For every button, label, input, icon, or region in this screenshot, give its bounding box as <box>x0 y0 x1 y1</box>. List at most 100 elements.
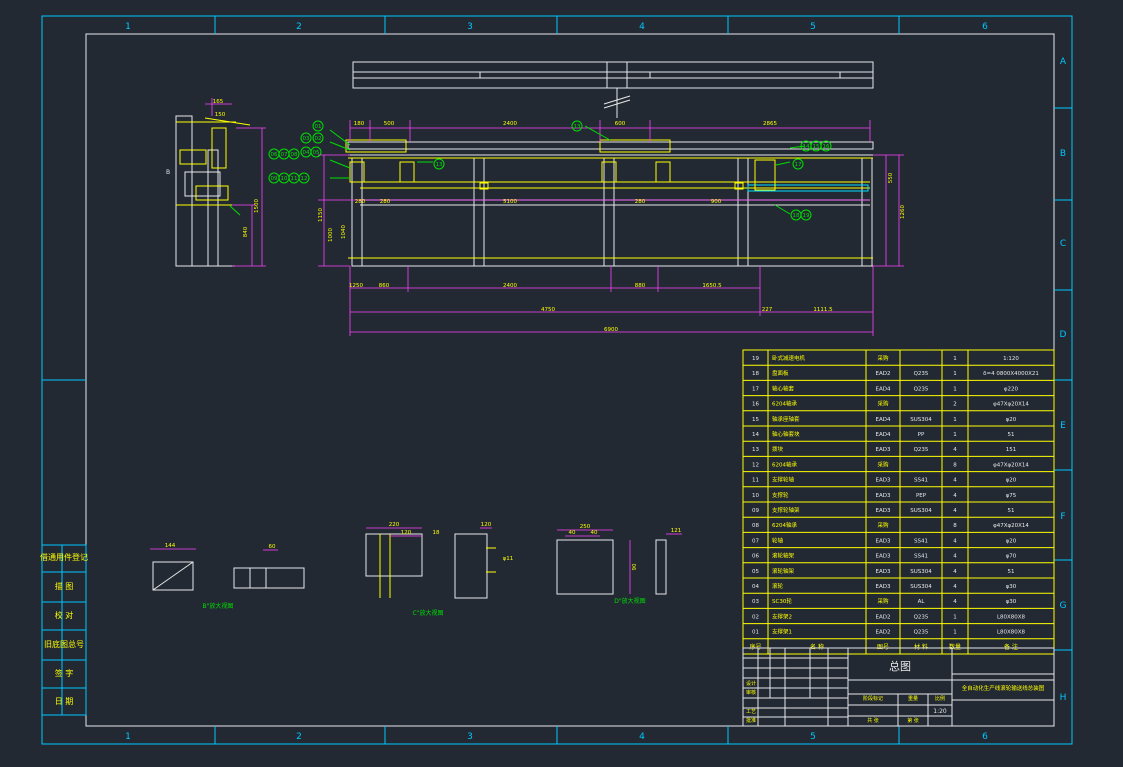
bom-cell: φ30 <box>1006 584 1017 590</box>
dimension-label: 2865 <box>763 121 777 127</box>
left-strip-label: 旧底图总号 <box>44 639 84 649</box>
frame-col-label: 6 <box>982 22 988 32</box>
left-signature-strip <box>41 544 87 716</box>
dimension-label: 600 <box>615 121 626 127</box>
part-callout-number: 12 <box>301 176 308 182</box>
part-callout-number: 03 <box>303 136 310 142</box>
part-callout-number: 18 <box>793 213 800 219</box>
dimension-label: 280 <box>380 199 391 205</box>
bom-cell: 08 <box>752 523 759 529</box>
part-callout-circle <box>312 120 324 132</box>
part-callout-number: 04 <box>303 150 310 156</box>
frame-row-label: A <box>1060 57 1067 67</box>
frame-col-label: 5 <box>810 732 816 742</box>
part-callout-number: 01 <box>315 124 322 130</box>
bom-cell: 采购 <box>877 521 889 529</box>
bom-cell: SC30轮 <box>772 597 792 605</box>
bom-cell: 6204轴承 <box>772 521 797 529</box>
left-strip-label: 签 字 <box>55 668 74 678</box>
bom-cell: L80X80X8 <box>997 630 1026 636</box>
part-callout-number: 17 <box>795 162 802 168</box>
bom-cell: 4 <box>953 538 957 544</box>
bom-cell: EAD3 <box>876 554 891 560</box>
bom-cell: 19 <box>752 356 759 362</box>
bom-cell: 4 <box>953 569 957 575</box>
bom-cell: Q235 <box>914 614 929 620</box>
part-callout-number: 08 <box>291 152 298 158</box>
dimension-label: 500 <box>384 121 395 127</box>
bom-cell: 04 <box>752 584 759 590</box>
bom-cell: 4 <box>953 493 957 499</box>
dimension-label: 60 <box>269 544 276 550</box>
bom-cell: 卧式减速电机 <box>772 354 806 362</box>
view-title: C"放大视图 <box>413 609 444 617</box>
bom-cell: 151 <box>1006 447 1017 453</box>
bom-cell: 1 <box>953 386 957 392</box>
title-block-label: 批准 <box>746 717 756 724</box>
bom-cell: EAD2 <box>876 371 891 377</box>
bom-cell: EAD3 <box>876 508 891 514</box>
dimension-label: 250 <box>580 524 591 530</box>
frame-row-label: D <box>1060 330 1067 340</box>
dimension-label: 280 <box>355 199 366 205</box>
bom-cell: EAD3 <box>876 584 891 590</box>
dimension-label: 227 <box>762 307 773 313</box>
part-callout-circle <box>820 140 832 152</box>
bom-cell: 05 <box>752 569 759 575</box>
bom-cell: Q235 <box>914 386 929 392</box>
side-view <box>175 98 266 267</box>
part-callout-number: 19 <box>803 213 810 219</box>
frame-row-label: E <box>1060 421 1066 431</box>
frame-row-label: C <box>1060 239 1066 249</box>
part-callout-circle <box>310 146 322 158</box>
bom-header-cell: 材 料 <box>914 643 928 651</box>
frame-col-label: 2 <box>296 22 302 32</box>
bom-cell: Q235 <box>914 371 929 377</box>
bom-cell: EAD3 <box>876 569 891 575</box>
bom-cell: SS41 <box>914 538 928 544</box>
part-callout-circle <box>433 158 445 170</box>
frame-row-label: H <box>1060 693 1067 703</box>
bom-cell: EAD3 <box>876 478 891 484</box>
dimension-label: 550 <box>888 172 894 183</box>
part-callout-circle <box>571 120 583 132</box>
bom-cell: φ20 <box>1006 538 1017 544</box>
bom-cell: 4 <box>953 447 957 453</box>
left-strip-label: 日 期 <box>55 697 74 706</box>
dimension-label: 18 <box>433 530 440 536</box>
bom-cell: SUS304 <box>910 417 932 423</box>
dimension-label: 40 <box>591 530 598 536</box>
bom-cell: Q235 <box>914 447 929 453</box>
bom-cell: 2 <box>953 402 957 408</box>
part-callout-circle <box>288 148 300 160</box>
bom-cell: Q235 <box>914 630 929 636</box>
bom-cell: 15 <box>752 417 759 423</box>
scale-value: 1:20 <box>933 708 947 715</box>
bom-cell: 4 <box>953 599 957 605</box>
detail-views <box>150 527 682 599</box>
frame-col-label: 1 <box>125 732 131 742</box>
bom-cell: 轮轴 <box>772 536 784 544</box>
part-callout-number: 02 <box>315 136 322 142</box>
dimension-label: 840 <box>243 226 249 237</box>
front-view <box>318 120 904 336</box>
dimension-label: 6900 <box>604 327 618 333</box>
project-name: 全自动化生产线滚轮输送线总装图 <box>962 684 1045 692</box>
drawing-title: 总图 <box>889 659 911 673</box>
bom-header-cell: 图号 <box>877 644 889 651</box>
bom-cell: 采购 <box>877 597 889 605</box>
bom-cell: 滚轮轴架 <box>772 567 795 575</box>
dimension-label: 1650.5 <box>702 283 722 289</box>
bom-cell: 支撑架2 <box>772 612 792 620</box>
part-callout-circle <box>312 132 324 144</box>
bom-header-cell: 名 称 <box>810 643 824 651</box>
dimension-label: 2400 <box>503 121 517 127</box>
bom-cell: PP <box>918 432 925 438</box>
bom-cell: 轴心轴套 <box>772 384 795 392</box>
bom-cell: 10 <box>752 493 759 499</box>
